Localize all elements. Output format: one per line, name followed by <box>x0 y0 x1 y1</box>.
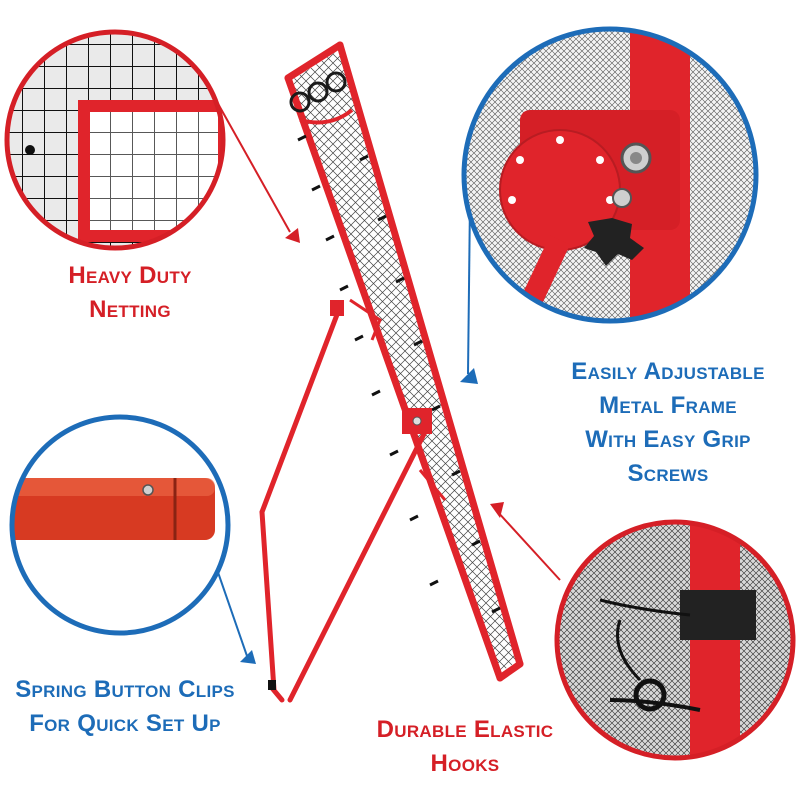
netting-closeup <box>4 29 226 251</box>
caption-line: Screws <box>627 460 709 487</box>
caption-line: Hooks <box>430 750 500 777</box>
caption-line: Easily Adjustable <box>571 358 765 385</box>
heavy-duty-netting-caption: Heavy Duty Netting <box>35 259 225 327</box>
spring-clip-closeup <box>9 414 231 636</box>
frame-closeup <box>461 26 759 324</box>
elastic-hooks-closeup <box>554 519 796 761</box>
caption-line: With Easy Grip <box>585 426 751 453</box>
caption-line: Spring Button Clips <box>15 676 235 703</box>
spring-button-clips-caption: Spring Button Clips For Quick Set Up <box>0 673 250 741</box>
caption-line: For Quick Set Up <box>29 710 221 737</box>
caption-line: Netting <box>89 296 171 323</box>
rebounder-frame <box>259 41 524 703</box>
caption-line: Durable Elastic <box>376 716 554 743</box>
elastic-hooks-caption: Durable Elastic Hooks <box>360 713 570 781</box>
caption-line: Heavy Duty <box>68 262 192 289</box>
caption-line: Metal Frame <box>599 392 737 419</box>
adjustable-frame-caption: Easily Adjustable Metal Frame With Easy … <box>548 355 788 491</box>
